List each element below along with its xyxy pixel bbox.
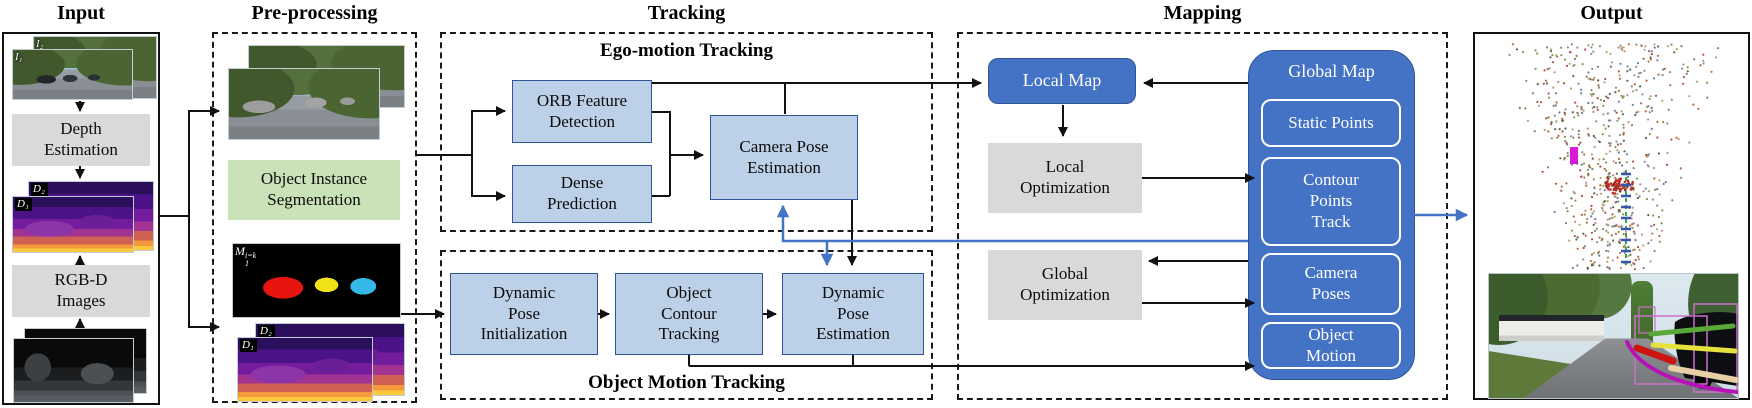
preproc-depthmap-d1: D₁ [237,337,373,402]
input-panel [2,32,160,405]
trajectory-red [1633,344,1677,365]
preproc-image-masked [228,68,380,140]
dynamic-pose-estimation-box: Dynamic Pose Estimation [782,273,924,355]
trajectory-yellow [1650,342,1738,354]
contour-box-3 [1638,306,1656,334]
trajectory-magenta [1625,340,1738,394]
static-points-box: Static Points [1261,99,1401,147]
header-mapping: Mapping [1163,2,1242,24]
local-map-box: Local Map [988,58,1136,104]
depth-estimation-box: Depth Estimation [12,114,150,166]
frame-label-i1: I₁ [15,51,23,63]
output-tracked-scene-image [1488,273,1739,399]
object-contour-tracking-box: Object Contour Tracking [615,273,763,355]
local-optimization-box: Local Optimization [988,143,1142,213]
input-raw-depth-1 [13,338,134,403]
frame-label-d1: D₁ [15,198,32,211]
trajectory-wheat [1668,365,1738,383]
orb-feature-detection-box: ORB Feature Detection [512,80,652,143]
camera-pose-estimation-box: Camera Pose Estimation [710,115,858,200]
global-optimization-box: Global Optimization [988,250,1142,320]
frame-label-pd1: D₁ [240,339,257,352]
global-map-title: Global Map [1288,61,1375,81]
input-depthmap-d1: D₁ [12,196,134,253]
trajectory-overlay [1625,303,1738,394]
header-output: Output [1580,2,1643,24]
header-tracking: Tracking [647,2,726,24]
arrow-input-to-preproc-top [160,106,220,217]
output-panel [1473,32,1750,400]
dense-prediction-box: Dense Prediction [512,165,652,223]
scene-carport [1498,314,1604,341]
contour-points-track-box: Contour Points Track [1261,157,1401,246]
dynamic-pose-initialization-box: Dynamic Pose Initialization [450,273,598,355]
object-motion-tracking-title: Object Motion Tracking [588,372,785,393]
global-map-container: Global Map Static Points Contour Points … [1248,50,1415,380]
input-image-i1: I₁ [12,49,133,100]
rgbd-images-box: RGB-D Images [12,265,150,317]
ego-motion-tracking-title: Ego-motion Tracking [600,40,773,61]
object-motion-tracking-panel [440,250,933,400]
frame-label-pd2: D₂ [258,325,275,338]
frame-label-i2: I₂ [36,38,44,50]
camera-poses-box: Camera Poses [1261,253,1401,315]
header-input: Input [57,2,105,24]
object-instance-segmentation-box: Object Instance Segmentation [228,160,400,220]
header-preprocessing: Pre-processing [251,2,378,24]
frame-label-d2: D₂ [31,183,48,196]
object-motion-box: Object Motion [1261,322,1401,369]
trajectory-green [1648,323,1736,337]
